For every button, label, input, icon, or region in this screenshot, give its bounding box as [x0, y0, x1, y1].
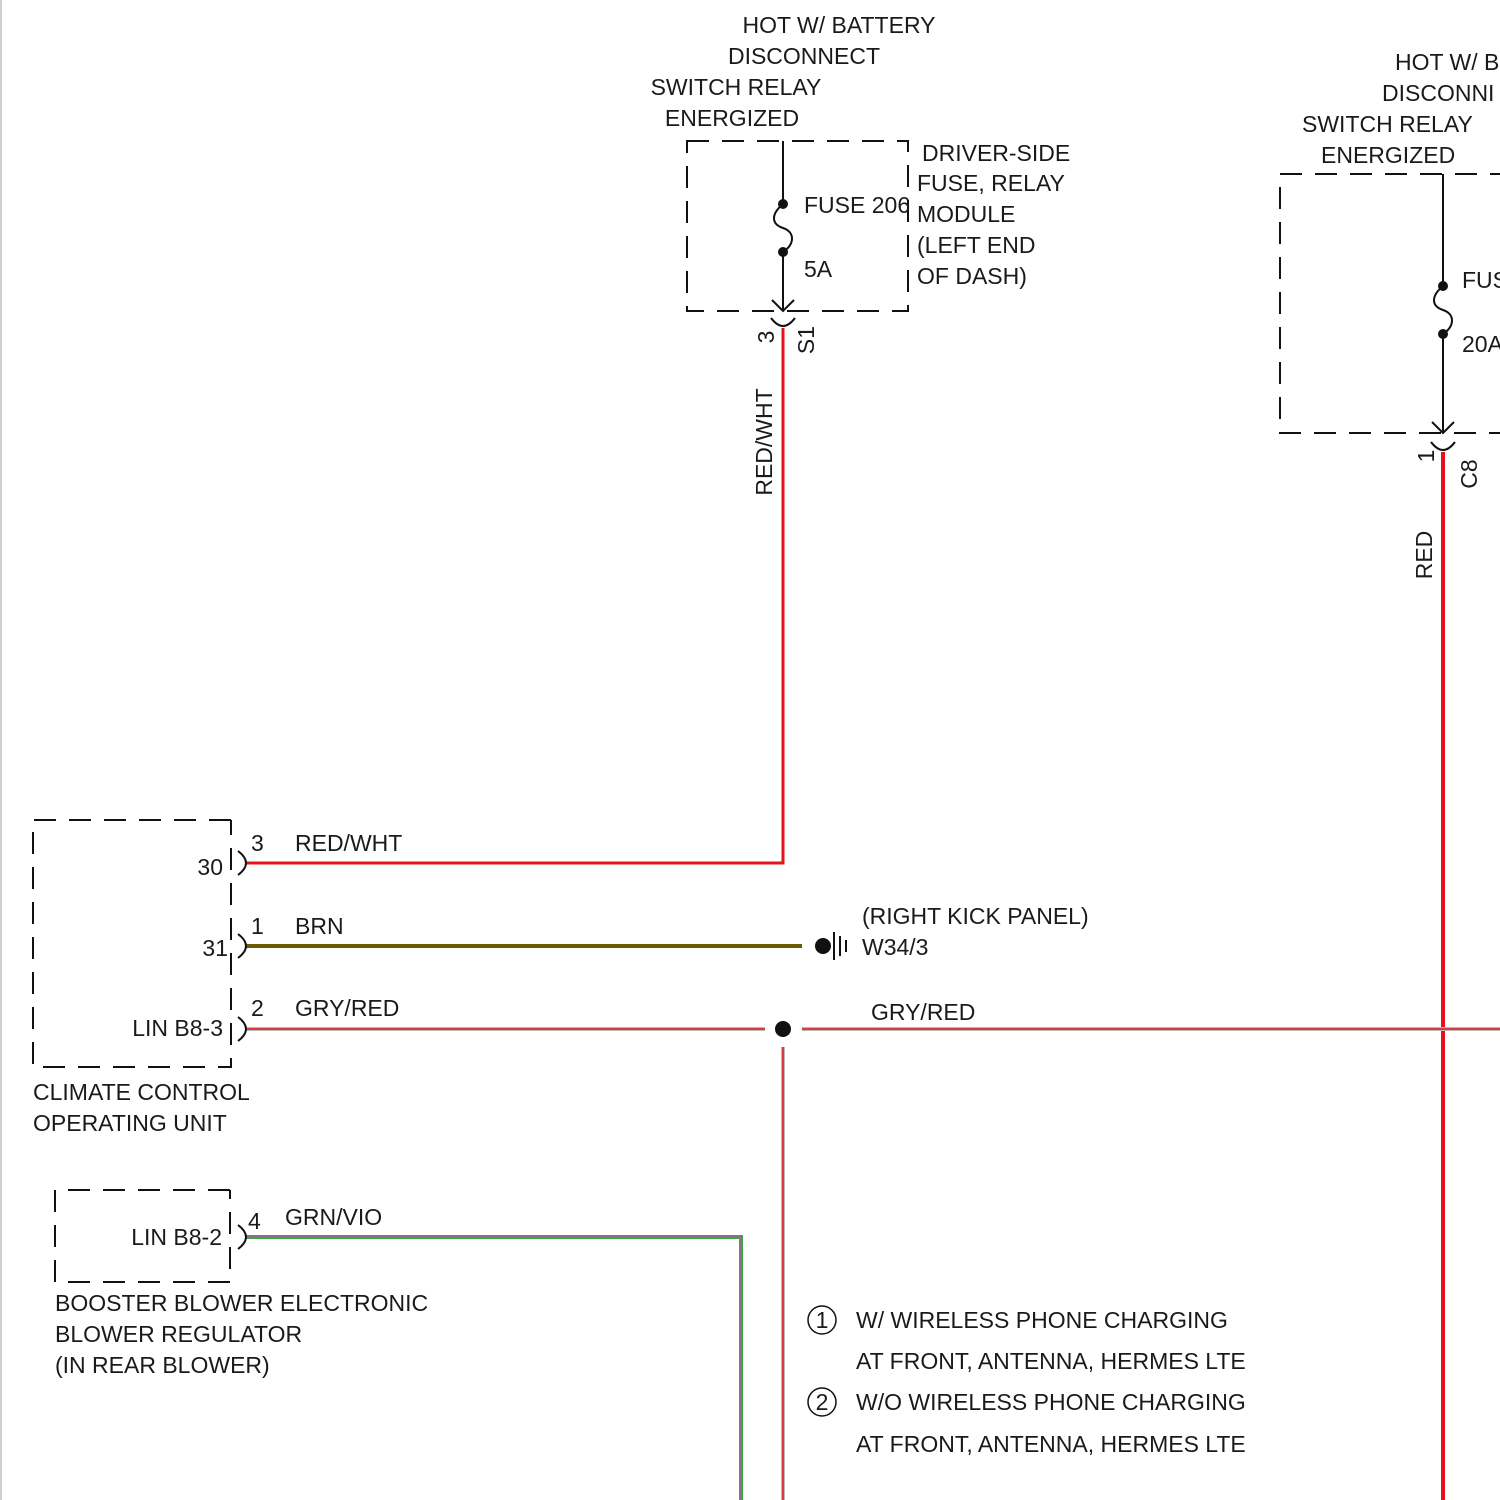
- climate-control-operating-unit: 3 30 1 31 2 LIN B8-3 CLIMATE CONTROL OPE…: [33, 820, 264, 1136]
- fuse-module-2-boundary: [1280, 174, 1500, 433]
- terminal-label-31: 31: [202, 935, 228, 961]
- terminal-label-lin-b8-3: LIN B8-3: [132, 1015, 223, 1041]
- hot-label-2-line-1: HOT W/ B: [1395, 49, 1499, 75]
- hot-label-line-1: HOT W/ BATTERY: [743, 12, 936, 38]
- terminal-connector-lin-b8-3: [238, 1017, 246, 1041]
- ground-w34-3: (RIGHT KICK PANEL) W34/3: [815, 903, 1089, 960]
- fuse-rating: 5A: [804, 256, 833, 282]
- terminal-pin-4: 4: [248, 1208, 261, 1234]
- note-2-line-1: W/O WIRELESS PHONE CHARGING: [856, 1389, 1246, 1415]
- module-label-line-4: (LEFT END: [917, 232, 1035, 258]
- hot-label-2-line-4: ENERGIZED: [1321, 142, 1455, 168]
- wire-red-wht: [245, 328, 783, 863]
- module-label-line-3: MODULE: [917, 201, 1015, 227]
- connector-c8-symbol: [1431, 442, 1455, 450]
- module-label-line-1: DRIVER-SIDE: [922, 140, 1070, 166]
- note-1-line-2: AT FRONT, ANTENNA, HERMES LTE: [856, 1348, 1246, 1374]
- fuse-206-symbol: [774, 204, 792, 252]
- fuse-2-symbol: [1434, 286, 1452, 334]
- connector-c8-label: C8: [1456, 459, 1482, 488]
- note-2-number: 2: [816, 1389, 829, 1415]
- hot-label-2-line-3: SWITCH RELAY: [1302, 111, 1473, 137]
- terminal-pin-2: 2: [251, 995, 264, 1021]
- connector-pin-1: 1: [1413, 450, 1439, 463]
- wire-label-gry-red-right: GRY/RED: [871, 999, 975, 1025]
- terminal-pin-3: 3: [251, 830, 264, 856]
- wire-label-red-wht-vertical: RED/WHT: [751, 388, 777, 495]
- climate-unit-name-line-1: CLIMATE CONTROL: [33, 1079, 250, 1105]
- fuse-name: FUSE 206: [804, 192, 910, 218]
- terminal-label-30: 30: [197, 854, 223, 880]
- note-1-line-1: W/ WIRELESS PHONE CHARGING: [856, 1307, 1228, 1333]
- climate-unit-name-line-2: OPERATING UNIT: [33, 1110, 227, 1136]
- connector-s1-symbol: [771, 318, 795, 326]
- terminal-connector-30: [238, 851, 246, 875]
- note-1-number: 1: [816, 1307, 829, 1333]
- module-label-line-2: FUSE, RELAY: [917, 170, 1065, 196]
- hot-label-2-line-2: DISCONNI: [1382, 80, 1494, 106]
- fuse-module-driver-side: HOT W/ BATTERY DISCONNECT SWITCH RELAY E…: [651, 12, 1071, 354]
- hot-label-line-3: SWITCH RELAY: [651, 74, 822, 100]
- wire-label-red-wht: RED/WHT: [295, 830, 402, 856]
- wire-grn-vio: [245, 1237, 741, 1500]
- splice-dot: [775, 1021, 791, 1037]
- notes: 1 W/ WIRELESS PHONE CHARGING AT FRONT, A…: [808, 1306, 1246, 1457]
- terminal-connector-lin-b8-2: [238, 1225, 246, 1249]
- connector-s1-label: S1: [793, 326, 819, 354]
- note-2-line-2: AT FRONT, ANTENNA, HERMES LTE: [856, 1431, 1246, 1457]
- terminal-label-lin-b8-2: LIN B8-2: [131, 1224, 222, 1250]
- blower-name-line-3: (IN REAR BLOWER): [55, 1352, 270, 1378]
- fuse-module-right: HOT W/ B DISCONNI SWITCH RELAY ENERGIZED…: [1280, 49, 1500, 489]
- ground-terminal-dot: [815, 938, 831, 954]
- connector-pin-3: 3: [753, 331, 779, 344]
- wire-label-grn-vio: GRN/VIO: [285, 1204, 382, 1230]
- hot-label-line-2: DISCONNECT: [728, 43, 880, 69]
- blower-name-line-1: BOOSTER BLOWER ELECTRONIC: [55, 1290, 428, 1316]
- fuse-module-boundary: [687, 141, 908, 311]
- terminal-pin-1: 1: [251, 913, 264, 939]
- ground-location: (RIGHT KICK PANEL): [862, 903, 1089, 929]
- module-label-line-5: OF DASH): [917, 263, 1027, 289]
- wire-label-brn: BRN: [295, 913, 344, 939]
- fuse-2-name: FUS: [1462, 267, 1500, 293]
- wire-grn-vio-stripe: [245, 1237, 741, 1500]
- ground-id: W34/3: [862, 934, 928, 960]
- wire-label-red-vertical: RED: [1411, 531, 1437, 580]
- blower-name-line-2: BLOWER REGULATOR: [55, 1321, 302, 1347]
- wire-label-gry-red-left: GRY/RED: [295, 995, 399, 1021]
- terminal-connector-31: [238, 934, 246, 958]
- fuse-2-rating: 20A: [1462, 331, 1500, 357]
- hot-label-line-4: ENERGIZED: [665, 105, 799, 131]
